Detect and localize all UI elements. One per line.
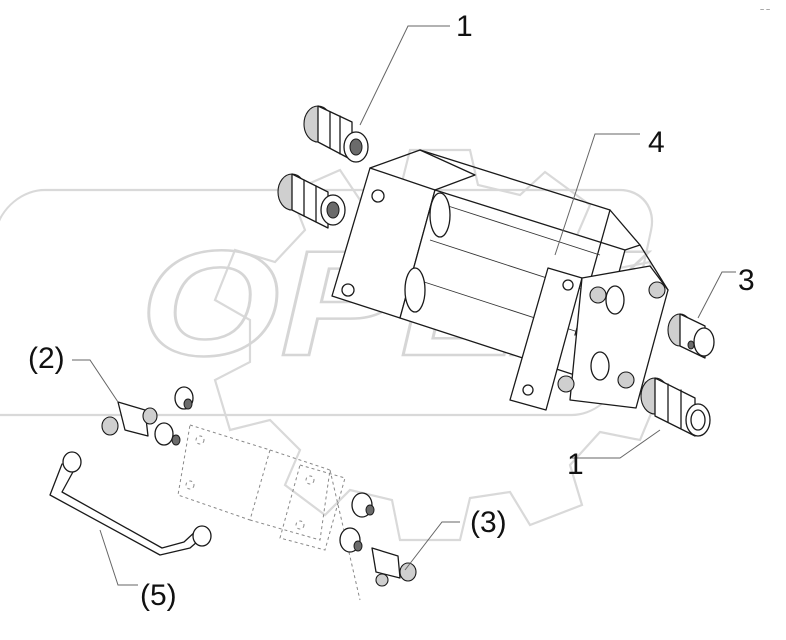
callout-5: (5)	[140, 579, 177, 612]
callout-4: 4	[648, 126, 665, 159]
tee-fitting-3	[339, 492, 417, 587]
callout-3: 3	[738, 264, 755, 297]
corner-mark: ~ ~	[760, 7, 770, 14]
tube-5	[49, 451, 212, 556]
elbow-fitting-2	[101, 386, 194, 446]
fitting-1-bottom	[640, 377, 711, 437]
leader-lines	[72, 25, 736, 586]
reference-assembly-ghost	[177, 424, 361, 601]
fitting-3-right	[667, 313, 715, 359]
callout-1-bottom: 1	[567, 448, 584, 481]
callout-1-top: 1	[456, 10, 473, 43]
callout-3-paren: (3)	[470, 506, 507, 539]
valve-body-assembly	[331, 149, 669, 411]
callout-2: (2)	[28, 342, 65, 375]
fitting-1-upper	[303, 105, 369, 163]
fitting-1-lower	[277, 173, 346, 229]
